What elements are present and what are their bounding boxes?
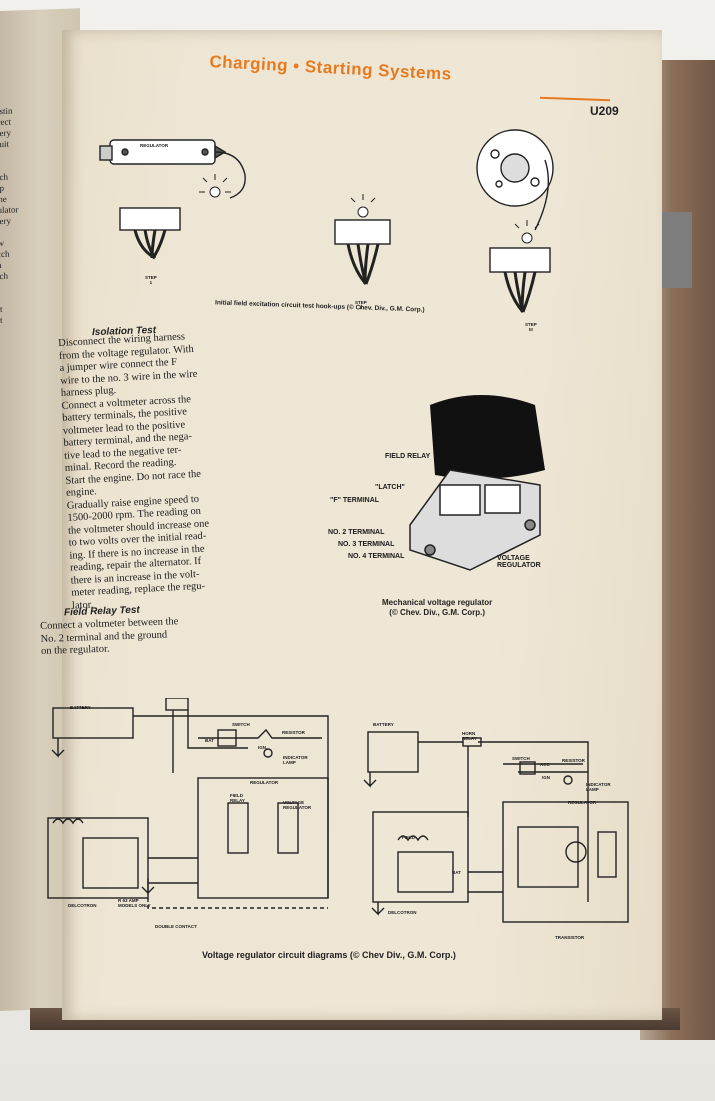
ign-label-left: IGN. — [258, 745, 268, 750]
thumb-tab — [656, 212, 692, 288]
bat-label-right: BAT — [452, 870, 461, 875]
bulb-icon — [350, 194, 376, 218]
harness-plug-3 — [489, 247, 551, 313]
f-terminal-label: "F" TERMINAL — [330, 497, 380, 504]
figure-caption-circuits: Voltage regulator circuit diagrams (© Ch… — [202, 950, 456, 960]
isolation-test-text: Disconnect the wiring harness from the v… — [58, 331, 210, 612]
step-3-label: STEP III — [525, 322, 537, 332]
switch-label-left: SWITCH — [232, 722, 250, 727]
latch-label: "LATCH" — [375, 484, 405, 491]
step-1-label: STEP 1 — [145, 275, 157, 285]
no2-terminal-label: NO. 2 TERMINAL — [328, 529, 385, 536]
regulator-label: REGULATOR — [140, 143, 169, 148]
no3-terminal-label: NO. 3 TERMINAL — [338, 541, 395, 548]
voltage-regulator-label: VOLTAGE REGULATOR — [497, 555, 541, 569]
circuit-diagram-right — [363, 731, 629, 923]
bat-label-left: BAT — [205, 738, 214, 743]
bulb-icon — [199, 174, 231, 198]
harness-plug-1 — [119, 207, 181, 260]
regulator-label-left: REGULATOR — [250, 780, 279, 785]
circuit-diagram-left — [47, 698, 329, 909]
facing-page-text: t Testin correct battery circuit coil pe… — [0, 105, 19, 326]
no4-terminal-label: NO. 4 TERMINAL — [348, 553, 405, 560]
models-label-left: R 63 AMP MODELS ONLY — [118, 898, 151, 908]
delcotron-label-left: DELCOTRON — [68, 903, 97, 908]
field-relay-label-left: FIELD RELAY — [230, 793, 245, 803]
resistor-label-left: RESISTOR — [282, 730, 305, 735]
indicator-lamp-label-right: INDICATOR LAMP — [586, 782, 611, 792]
double-contact-label: DOUBLE CONTACT — [155, 924, 197, 929]
horn-relay-label: HORN RELAY — [462, 731, 477, 741]
field-excitation-figure — [99, 129, 554, 313]
mechanical-regulator-figure — [409, 395, 545, 571]
battery-label-left: BATTERY — [70, 705, 91, 710]
regulator-base-drawing — [409, 469, 541, 571]
figure-caption-regulator: Mechanical voltage regulator (© Chev. Di… — [382, 598, 493, 617]
field-relay-test-text: Connect a voltmeter between the No. 2 te… — [40, 616, 179, 657]
delcotron-label-right: DELCOTRON — [388, 910, 417, 915]
voltage-regulator-label-left: VOLTAGE REGULATOR — [283, 800, 312, 810]
manual-page — [62, 30, 662, 1020]
indicator-lamp-label-left: INDICATOR LAMP — [283, 755, 308, 765]
harness-plug-2 — [334, 219, 391, 285]
regulator-cover-drawing — [430, 395, 545, 479]
page-number: U209 — [590, 104, 619, 118]
battery-label-right: BATTERY — [373, 722, 394, 727]
bulb-icon — [514, 220, 540, 244]
regulator-unit-drawing — [99, 139, 246, 199]
ign-label-right: IGN — [542, 775, 551, 780]
resistor-label-right: RESISTOR — [562, 758, 585, 763]
regulator-label-right: REGULATOR — [568, 800, 597, 805]
alternator-drawing — [476, 129, 554, 231]
acc-label: ACC — [540, 762, 550, 767]
step-2-label: STEP II — [355, 300, 367, 310]
field-label: FIELD — [402, 835, 415, 840]
field-relay-label: FIELD RELAY — [385, 453, 431, 460]
switch-label-right: SWITCH — [512, 756, 530, 761]
transistor-label: TRANSISTOR — [555, 935, 585, 940]
